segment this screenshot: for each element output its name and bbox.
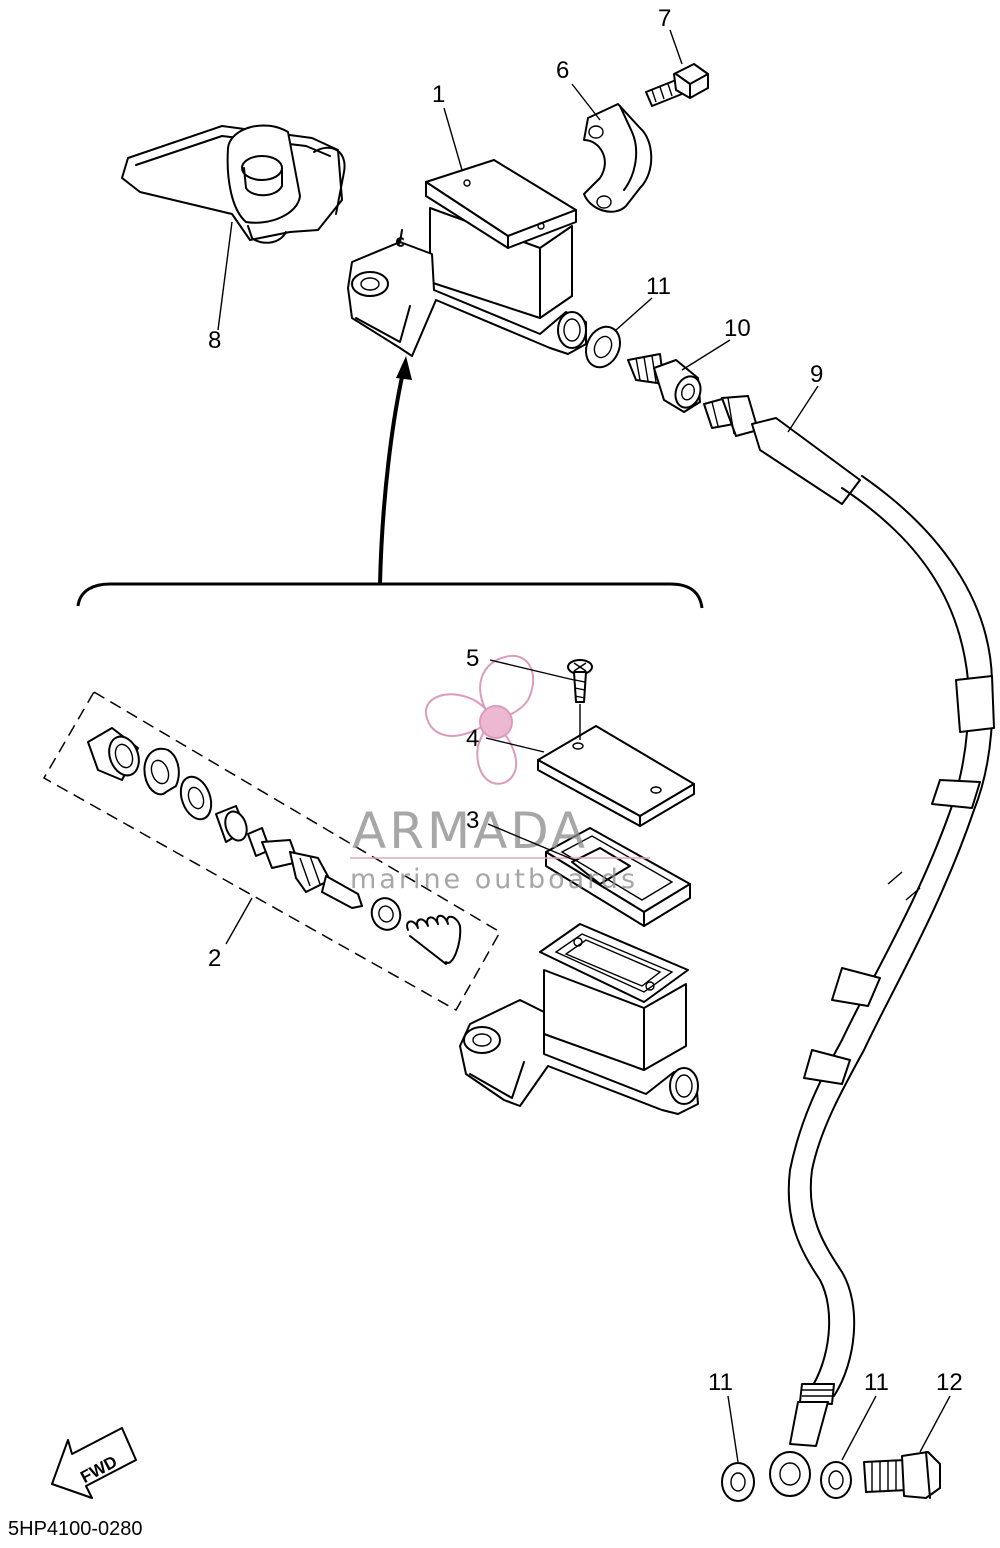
callout-11-bottom-right: 11 bbox=[864, 1369, 889, 1396]
part-11-washer-bottom-right bbox=[820, 1461, 852, 1499]
part-10-adapter bbox=[627, 353, 702, 413]
part-6-holder bbox=[583, 103, 653, 213]
callout-12: 12 bbox=[936, 1369, 963, 1396]
callout-9: 9 bbox=[810, 361, 823, 388]
fwd-arrow: FWD bbox=[51, 1427, 137, 1499]
part-12-union-bolt bbox=[863, 1451, 941, 1499]
watermark-logo: ARMADA marine outboards bbox=[350, 654, 650, 895]
callout-2: 2 bbox=[208, 945, 221, 972]
part-11-washer-bottom-left bbox=[721, 1462, 755, 1502]
propeller-icon bbox=[424, 654, 535, 785]
callout-1: 1 bbox=[432, 81, 445, 108]
callout-3: 3 bbox=[466, 807, 479, 834]
callout-11-top: 11 bbox=[646, 273, 671, 300]
part-3-diaphragm bbox=[545, 827, 691, 927]
watermark-tagline: marine outboards bbox=[350, 864, 638, 895]
leader-lines bbox=[217, 29, 951, 1463]
part-5-screw bbox=[567, 659, 593, 740]
callout-5: 5 bbox=[466, 645, 479, 672]
callout-6: 6 bbox=[556, 57, 569, 84]
part-7-bolt bbox=[645, 63, 709, 107]
part-4-cap bbox=[537, 725, 695, 827]
callout-8: 8 bbox=[208, 327, 221, 354]
part-11-washer-top bbox=[584, 325, 622, 369]
callout-11-bottom-left: 11 bbox=[708, 1369, 733, 1396]
part-1-master-cylinder: ℂ bbox=[347, 159, 587, 357]
part-8-lever-cover bbox=[121, 124, 346, 244]
detail-arrow bbox=[76, 356, 704, 609]
part-2-piston-kit bbox=[42, 690, 502, 1012]
diagram-part-code: 5HP4100-0280 bbox=[8, 1518, 143, 1540]
svg-text:ℂ: ℂ bbox=[396, 236, 404, 249]
watermark-name: ARMADA bbox=[352, 802, 588, 860]
callout-4: 4 bbox=[466, 725, 479, 752]
part-9-brake-hose bbox=[703, 395, 995, 1497]
callout-10: 10 bbox=[724, 315, 751, 342]
callout-7: 7 bbox=[658, 5, 671, 32]
callouts: 1 2 3 4 5 6 7 8 9 10 11 11 11 12 bbox=[208, 5, 963, 1396]
master-cylinder-exploded bbox=[459, 923, 699, 1115]
